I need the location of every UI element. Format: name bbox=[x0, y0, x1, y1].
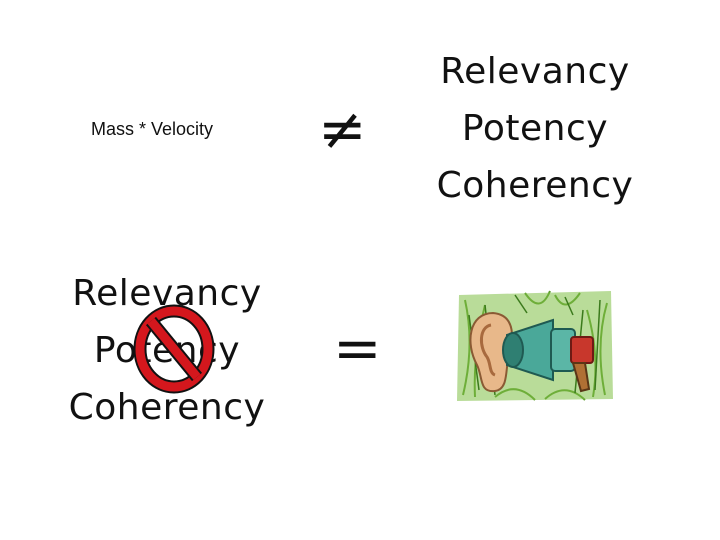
concept-relevancy: Relevancy bbox=[440, 51, 630, 92]
concept-coherency: Coherency bbox=[436, 165, 634, 206]
formula-text: Mass * Velocity bbox=[91, 119, 214, 139]
ear-megaphone-illustration bbox=[457, 290, 613, 401]
equals-symbol: = bbox=[333, 314, 382, 382]
bottom-left-concepts: Relevancy Potency Coherency bbox=[52, 265, 282, 436]
concept-coherency: Coherency bbox=[68, 387, 266, 428]
not-equal-symbol: ≠ bbox=[318, 95, 367, 163]
concept-potency: Potency bbox=[461, 108, 609, 149]
no-sign-icon bbox=[133, 304, 215, 394]
top-right-concepts: Relevancy Potency Coherency bbox=[420, 43, 650, 214]
